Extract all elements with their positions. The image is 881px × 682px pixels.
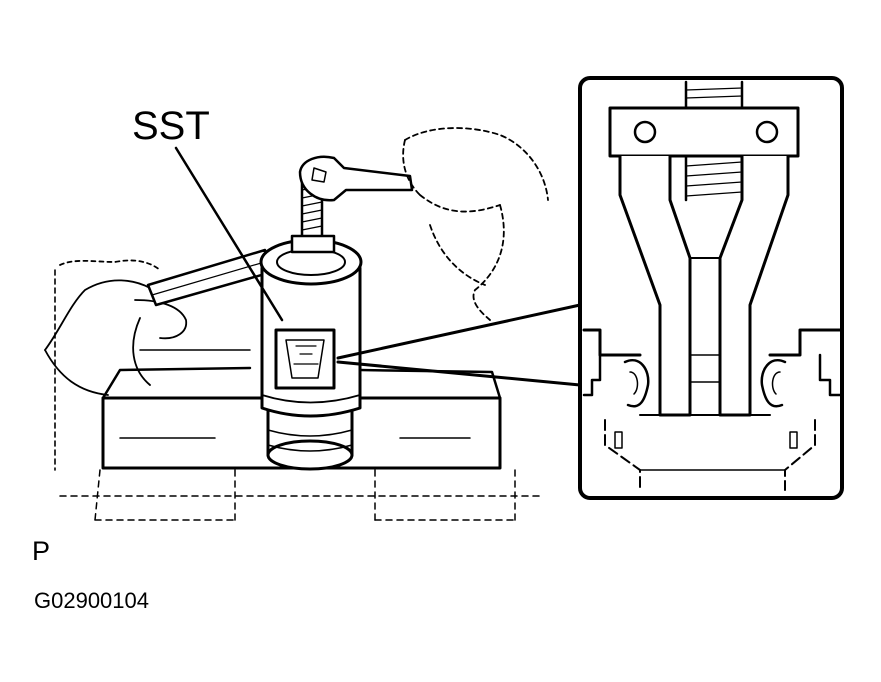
left-hand-icon bbox=[44, 259, 188, 396]
workbench bbox=[59, 349, 541, 521]
magnification-lines bbox=[336, 303, 582, 387]
sst-label: SST bbox=[132, 104, 210, 148]
detail-inset bbox=[578, 76, 844, 500]
sst-tool bbox=[259, 238, 363, 471]
right-hand-icon bbox=[402, 127, 549, 321]
wrench-handle-left bbox=[146, 248, 274, 307]
sst-leader-line bbox=[174, 146, 284, 322]
view-code-label: P bbox=[32, 536, 51, 566]
figure-code-label: G02900104 bbox=[34, 588, 149, 613]
wrench-icon bbox=[298, 155, 414, 202]
